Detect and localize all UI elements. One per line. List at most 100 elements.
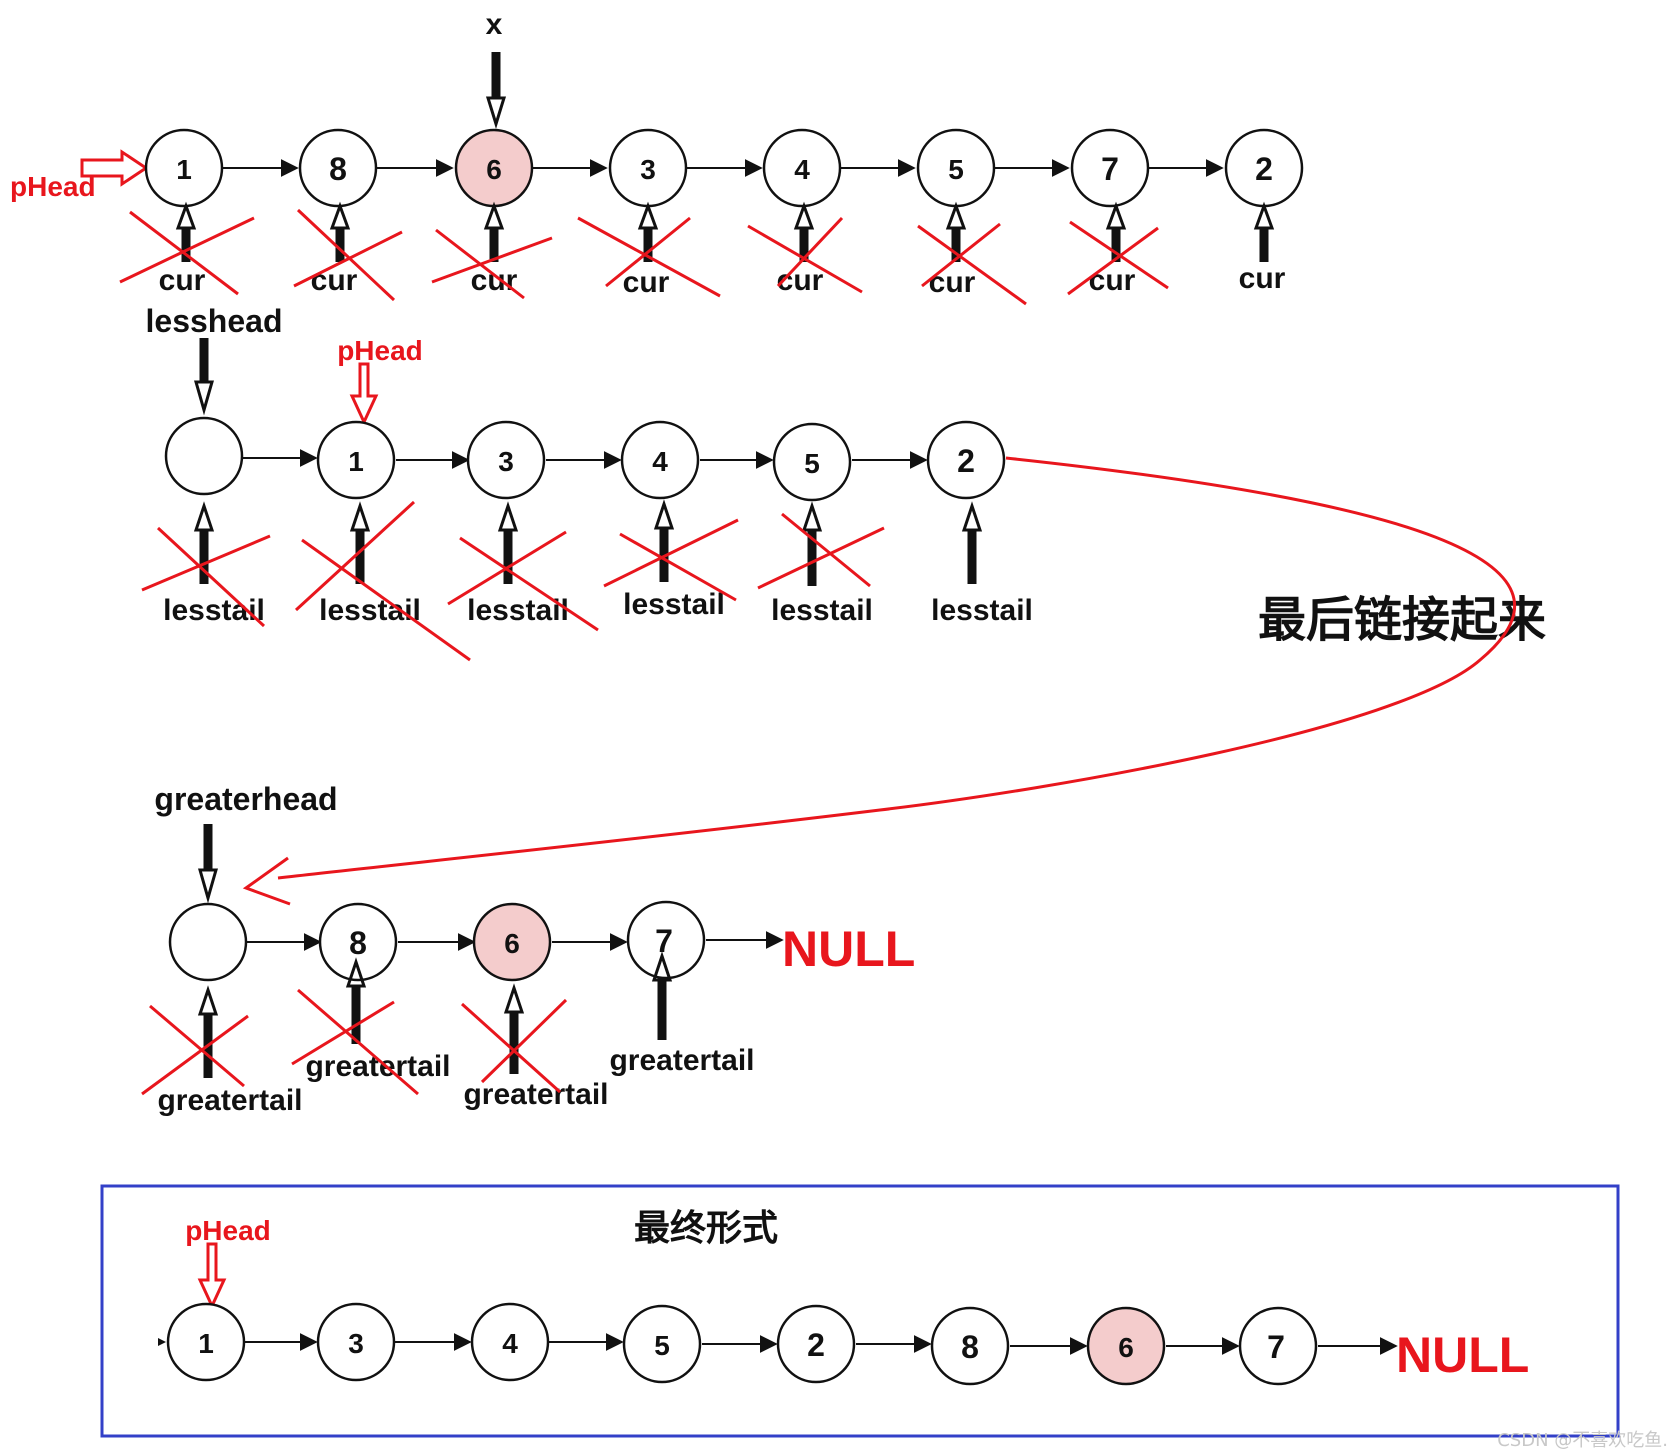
lesstail-pointer: lesstail — [467, 501, 569, 627]
row2-node: 2 — [926, 420, 1006, 500]
row3-links — [246, 931, 784, 951]
row2-dummy-node — [164, 416, 244, 496]
row2-node: 4 — [620, 420, 700, 500]
cur-pointer: cur — [1089, 201, 1136, 297]
row1-list: x pHead 1 8 6 — [10, 8, 1304, 306]
cur-pointer: cur — [159, 201, 206, 297]
node-value: 7 — [1101, 151, 1119, 187]
node-value: 4 — [794, 154, 810, 185]
cur-label: cur — [623, 266, 670, 299]
null-label-final: NULL — [1396, 1327, 1529, 1383]
row1-cross-marks — [119, 208, 1169, 306]
row1-node: 3 — [608, 128, 688, 208]
greaterhead-pointer: greaterhead — [154, 781, 338, 904]
cur-label: cur — [1239, 262, 1286, 295]
x-pointer: x — [486, 8, 507, 130]
row2-links — [242, 449, 928, 469]
node-value: 2 — [1255, 151, 1273, 187]
row1-node: 7 — [1070, 128, 1150, 208]
final-node: 7 — [1238, 1306, 1318, 1386]
node-value: 5 — [654, 1330, 670, 1361]
cur-pointer: cur — [1239, 201, 1286, 295]
row3-node: 8 — [318, 902, 398, 982]
node-value: 4 — [652, 446, 668, 477]
cur-pointers: cur cur cur cur cur — [159, 201, 1286, 299]
node-value: 3 — [348, 1328, 364, 1359]
node-value: 8 — [961, 1329, 979, 1365]
final-title: 最终形式 — [634, 1208, 778, 1249]
lesstail-pointer: lesstail — [931, 501, 1033, 627]
phead-pointer-final: pHead — [185, 1215, 271, 1310]
final-node-highlight: 6 — [1086, 1306, 1166, 1386]
phead-label-row2: pHead — [337, 335, 423, 366]
node-value: 5 — [804, 448, 820, 479]
node-value: 2 — [957, 443, 975, 479]
null-label-row3: NULL — [782, 921, 915, 977]
lesstail-pointer: lesstail — [319, 501, 421, 627]
row1-node: 5 — [916, 128, 996, 208]
lesshead-pointer: lesshead — [146, 303, 283, 416]
node-value: 3 — [640, 154, 656, 185]
lesstail-pointer: lesstail — [771, 501, 873, 627]
node-value: 7 — [1267, 1329, 1285, 1365]
greaterhead-label: greaterhead — [154, 781, 337, 817]
node-value: 2 — [807, 1327, 825, 1363]
greatertail-pointer: greatertail — [463, 983, 609, 1111]
lesstail-pointer: lesstail — [163, 501, 265, 627]
lesstail-pointer: lesstail — [623, 499, 725, 621]
greatertail-label: greatertail — [305, 1050, 450, 1083]
node-value: 8 — [329, 151, 347, 187]
final-node: 8 — [930, 1306, 1010, 1386]
greatertail-label: greatertail — [463, 1078, 608, 1111]
phead-pointer-row2: pHead — [337, 335, 423, 426]
cur-label: cur — [1089, 264, 1136, 297]
lesstail-label: lesstail — [931, 594, 1033, 627]
node-value: 3 — [498, 446, 514, 477]
row3-node-highlight: 6 — [472, 902, 552, 982]
row1-node-highlight: 6 — [454, 128, 534, 208]
final-node: 5 — [622, 1304, 702, 1384]
phead-pointer-row1: pHead — [10, 149, 149, 202]
lesshead-label: lesshead — [146, 303, 283, 339]
watermark: CSDN @不喜欢吃鱼. — [1497, 1430, 1668, 1451]
row3-dummy-node — [168, 902, 248, 982]
greatertail-pointer: greatertail — [157, 985, 303, 1117]
connect-note: 最后链接起来 — [1258, 592, 1546, 648]
row2-cross-marks — [141, 500, 885, 662]
row3-cross-marks — [141, 988, 568, 1096]
final-links — [244, 1333, 1398, 1355]
greatertail-pointer: greatertail — [305, 957, 451, 1083]
row2-less-list: lesshead pHead 1 3 4 — [141, 303, 1546, 662]
cur-pointer: cur — [623, 201, 670, 299]
row2-node: 3 — [466, 420, 546, 500]
row2-node: 5 — [772, 422, 852, 502]
greatertail-label: greatertail — [157, 1084, 302, 1117]
lesstail-label: lesstail — [319, 594, 421, 627]
lesstail-pointers: lesstail lesstail lesstail lesstail less — [163, 499, 1033, 627]
link-connector — [242, 456, 1516, 906]
final-node: 2 — [776, 1304, 856, 1384]
final-form-panel: 最终形式 pHead 1 3 4 — [100, 1184, 1620, 1438]
node-value: 6 — [1118, 1332, 1134, 1363]
greatertail-pointer: greatertail — [609, 951, 755, 1077]
final-node: 3 — [316, 1302, 396, 1382]
cur-pointer: cur — [471, 201, 518, 297]
cur-pointer: cur — [311, 201, 358, 297]
row1-node: 4 — [762, 128, 842, 208]
lesstail-label: lesstail — [623, 588, 725, 621]
node-value: 1 — [348, 446, 364, 477]
row1-node: 2 — [1224, 128, 1304, 208]
row1-node: 8 — [298, 128, 378, 208]
row3-greater-list: greaterhead 8 6 7 NULL — [141, 781, 915, 1117]
cur-label: cur — [159, 264, 206, 297]
greatertail-pointers: greatertail greatertail greatertail grea… — [157, 951, 755, 1117]
final-node: 4 — [470, 1302, 550, 1382]
node-value: 8 — [349, 925, 367, 961]
row2-node: 1 — [316, 420, 396, 500]
cur-pointer: cur — [777, 201, 824, 297]
node-value: 5 — [948, 154, 964, 185]
node-value: 1 — [198, 1328, 214, 1359]
greatertail-label: greatertail — [609, 1044, 754, 1077]
node-value: 6 — [504, 928, 520, 959]
